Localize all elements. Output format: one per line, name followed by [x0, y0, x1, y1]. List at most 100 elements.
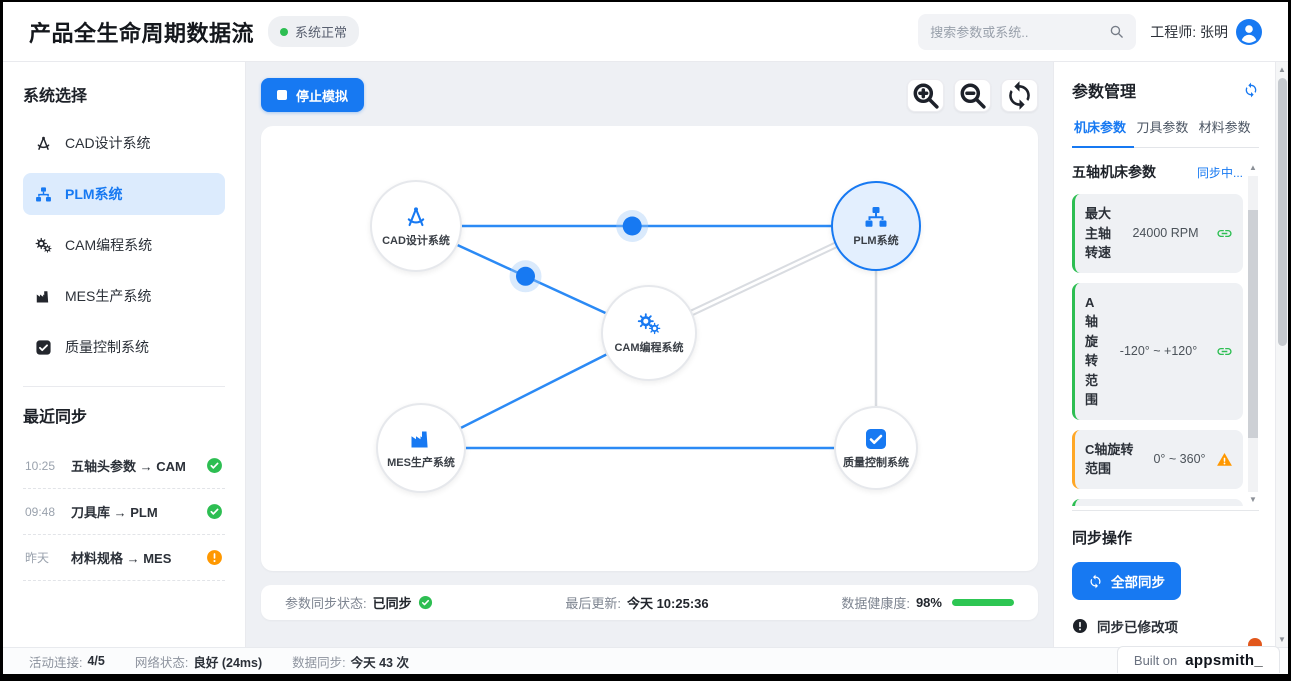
- status-item: 网络状态:良好 (24ms): [135, 652, 262, 671]
- warning-icon: [1216, 451, 1233, 468]
- sync-all-label: 全部同步: [1111, 575, 1165, 591]
- system-status-label: 系统正常: [295, 25, 348, 40]
- parameter-panel-title: 参数管理: [1072, 84, 1137, 101]
- search-icon[interactable]: [1109, 24, 1124, 39]
- check-circle-icon: [206, 457, 223, 474]
- param-card[interactable]: 换: [1072, 498, 1243, 507]
- reset-view-button[interactable]: [1001, 78, 1038, 112]
- diagram-node-cam[interactable]: CAM编程系统: [601, 285, 697, 381]
- page-scrollbar[interactable]: ▲ ▼: [1275, 62, 1288, 647]
- user-info[interactable]: 工程师: 张明: [1150, 18, 1262, 45]
- status-item-label: 网络状态:: [134, 655, 189, 670]
- sidebar-divider: [23, 386, 225, 387]
- diagram-node-qc[interactable]: 质量控制系统: [834, 406, 918, 490]
- params-tab-0[interactable]: 机床参数: [1072, 116, 1135, 149]
- sidebar-title: 系统选择: [23, 88, 88, 105]
- link-icon: [1216, 343, 1233, 360]
- params-tab-1[interactable]: 刀具参数: [1136, 120, 1189, 135]
- gears-icon: [35, 237, 52, 254]
- status-item-label: 数据同步:: [292, 655, 346, 670]
- data-health-value: 98%: [915, 595, 942, 610]
- status-item-label: 活动连接:: [29, 655, 83, 670]
- data-health-progress-bar: [951, 599, 1014, 606]
- diagram-node-label: MES生产系统: [387, 456, 455, 469]
- sync-modified-button[interactable]: 同步已修改项: [1072, 616, 1259, 636]
- sync-status-label: 参数同步状态:: [285, 596, 367, 611]
- recent-sync-title: 最近同步: [23, 409, 88, 426]
- gears-icon: [637, 312, 661, 336]
- sidebar-item-cam[interactable]: CAM编程系统: [23, 224, 225, 266]
- built-on-appsmith-badge[interactable]: Built on appsmith_: [1116, 646, 1280, 673]
- status-item-value: 今天 43 次: [350, 655, 409, 670]
- recent-sync-label: 刀具库 → PLM: [71, 505, 158, 520]
- last-updated-segment: 最后更新: 今天 10:25:36: [565, 593, 708, 612]
- factory-icon: [35, 288, 52, 305]
- data-packet-dot: [622, 216, 642, 236]
- sidebar-item-cad[interactable]: CAD设计系统: [23, 122, 225, 164]
- sync-icon: [1088, 574, 1103, 589]
- diagram-node-cad[interactable]: CAD设计系统: [370, 180, 462, 272]
- diagram-node-mes[interactable]: MES生产系统: [376, 403, 466, 493]
- status-item-value: 4/5: [87, 654, 105, 668]
- sidebar-item-plm[interactable]: PLM系统: [23, 173, 225, 215]
- page-title: 产品全生命周期数据流: [29, 20, 255, 46]
- parameter-group-status: 同步中...: [1196, 166, 1243, 181]
- diagram-node-label: 质量控制系统: [843, 456, 909, 469]
- parameter-tabs: 机床参数刀具参数材料参数: [1072, 116, 1259, 149]
- sidebar-item-label: CAM编程系统: [65, 237, 153, 253]
- zoom-controls: [907, 78, 1038, 112]
- param-card[interactable]: A轴旋转范围-120° ~ +120°: [1072, 282, 1243, 420]
- parameter-panel: 参数管理 机床参数刀具参数材料参数 五轴机床参数 同步中... 最大主轴转速 24…: [1053, 62, 1275, 647]
- scroll-down-arrow-icon[interactable]: ▼: [1249, 495, 1257, 505]
- sidebar-item-qc[interactable]: 质量控制系统: [23, 326, 225, 368]
- avatar[interactable]: [1236, 18, 1262, 45]
- params-tab-2[interactable]: 材料参数: [1198, 120, 1251, 135]
- recent-sync-item[interactable]: 昨天材料规格 → MES: [23, 535, 225, 581]
- page-scrollbar-thumb[interactable]: [1278, 78, 1287, 346]
- param-card[interactable]: 最大主轴转速 24000 RPM: [1072, 194, 1243, 273]
- sitemap-icon: [864, 205, 888, 229]
- drafting-compass-icon: [35, 135, 52, 152]
- zoom-out-button[interactable]: [954, 78, 991, 112]
- recent-sync-item[interactable]: 09:48 刀具库 → PLM: [23, 489, 225, 535]
- sidebar-item-label: MES生产系统: [65, 288, 152, 304]
- sync-modified-label: 同步已修改项: [1097, 620, 1178, 636]
- app-status-bar: 活动连接: 4/5 网络状态:良好 (24ms) 数据同步: 今天 43 次: [3, 647, 1288, 674]
- parameter-group-row: 五轴机床参数 同步中...: [1072, 162, 1243, 182]
- zoom-in-button[interactable]: [907, 78, 944, 112]
- app-window: 产品全生命周期数据流 系统正常 搜索参数或系统.. 工程师: 张明 系统选择 C…: [3, 2, 1288, 674]
- recent-sync-time: 09:48: [25, 504, 56, 519]
- page-scroll-down-icon[interactable]: ▼: [1278, 635, 1286, 644]
- stop-simulation-button[interactable]: 停止模拟: [261, 78, 365, 112]
- check-square-icon: [35, 339, 52, 356]
- diagram-node-label: PLM系统: [853, 234, 899, 247]
- stop-icon: [277, 90, 287, 100]
- system-list: CAD设计系统 PLM系统 CAM编程系统 MES生产系统质量控制系统: [23, 122, 225, 368]
- param-name: 最大主轴转速: [1085, 206, 1112, 261]
- canvas-status-bar: 参数同步状态: 已同步 最后更新: 今天 10:25:36 数据健康度: 98%: [261, 585, 1038, 620]
- parameter-scroll-region: 五轴机床参数 同步中... 最大主轴转速 24000 RPM A轴旋转范围-120°…: [1072, 162, 1259, 507]
- sitemap-icon: [35, 186, 52, 203]
- app-header: 产品全生命周期数据流 系统正常 搜索参数或系统.. 工程师: 张明: [3, 2, 1288, 62]
- data-flow-canvas[interactable]: CAD设计系统 PLM系统 CAM编程系统 MES生产系统 质量控制系统: [261, 126, 1038, 571]
- sync-all-button[interactable]: 全部同步: [1072, 562, 1181, 601]
- parameter-panel-header: 参数管理: [1072, 78, 1259, 102]
- drafting-compass-icon: [404, 205, 428, 229]
- param-value: 24000 RPM: [1132, 226, 1199, 241]
- refresh-params-icon[interactable]: [1243, 82, 1259, 98]
- scrollbar-thumb[interactable]: [1248, 210, 1258, 439]
- status-items: 活动连接: 4/5 网络状态:良好 (24ms) 数据同步: 今天 43 次: [29, 652, 409, 671]
- sidebar-item-label: CAD设计系统: [65, 135, 151, 151]
- sidebar-item-mes[interactable]: MES生产系统: [23, 275, 225, 317]
- last-updated-value: 今天 10:25:36: [626, 596, 709, 611]
- sidebar-item-label: PLM系统: [65, 186, 123, 202]
- page-scroll-up-icon[interactable]: ▲: [1278, 65, 1286, 74]
- parameter-scrollbar[interactable]: ▲ ▼: [1247, 162, 1259, 506]
- sync-success-icon: [418, 595, 433, 610]
- diagram-node-plm[interactable]: PLM系统: [831, 181, 921, 271]
- search-input[interactable]: 搜索参数或系统..: [918, 13, 1137, 50]
- scroll-up-arrow-icon[interactable]: ▲: [1249, 163, 1257, 173]
- alert-circle-icon: [206, 549, 223, 566]
